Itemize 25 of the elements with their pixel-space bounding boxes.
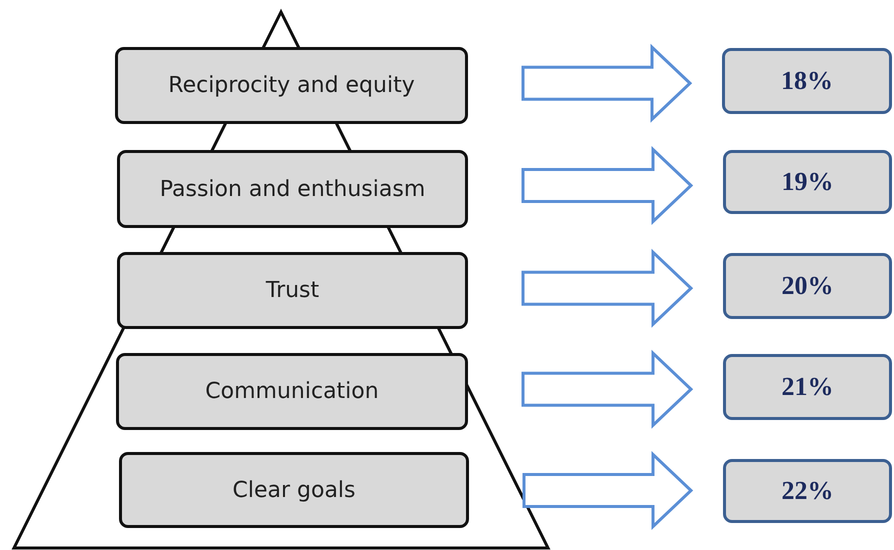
box-label: 21%: [782, 372, 834, 402]
level-box: [117, 252, 468, 329]
box-label: Clear goals: [232, 478, 356, 502]
box-label: Communication: [205, 379, 379, 404]
level-box: [115, 47, 468, 124]
level-box: [117, 150, 468, 228]
percentage-box: [723, 253, 892, 319]
percentage-box: [723, 354, 892, 420]
block-arrow: [522, 44, 692, 123]
box-label: 22%: [782, 476, 834, 506]
level-box: [119, 452, 469, 528]
block-arrow: [522, 146, 694, 225]
block-arrow: [522, 451, 694, 530]
level-box: [116, 353, 468, 430]
box-label: Reciprocity and equity: [168, 73, 415, 98]
box-label: 20%: [782, 271, 834, 301]
percentage-box: [723, 459, 892, 523]
box-label: 18%: [781, 66, 833, 96]
block-arrow: [522, 248, 694, 328]
box-label: 19%: [782, 167, 834, 197]
box-label: Trust: [266, 278, 320, 303]
box-label: Passion and enthusiasm: [160, 176, 426, 202]
percentage-box: [723, 150, 892, 214]
block-arrow: [522, 350, 694, 429]
percentage-box: [722, 48, 892, 114]
